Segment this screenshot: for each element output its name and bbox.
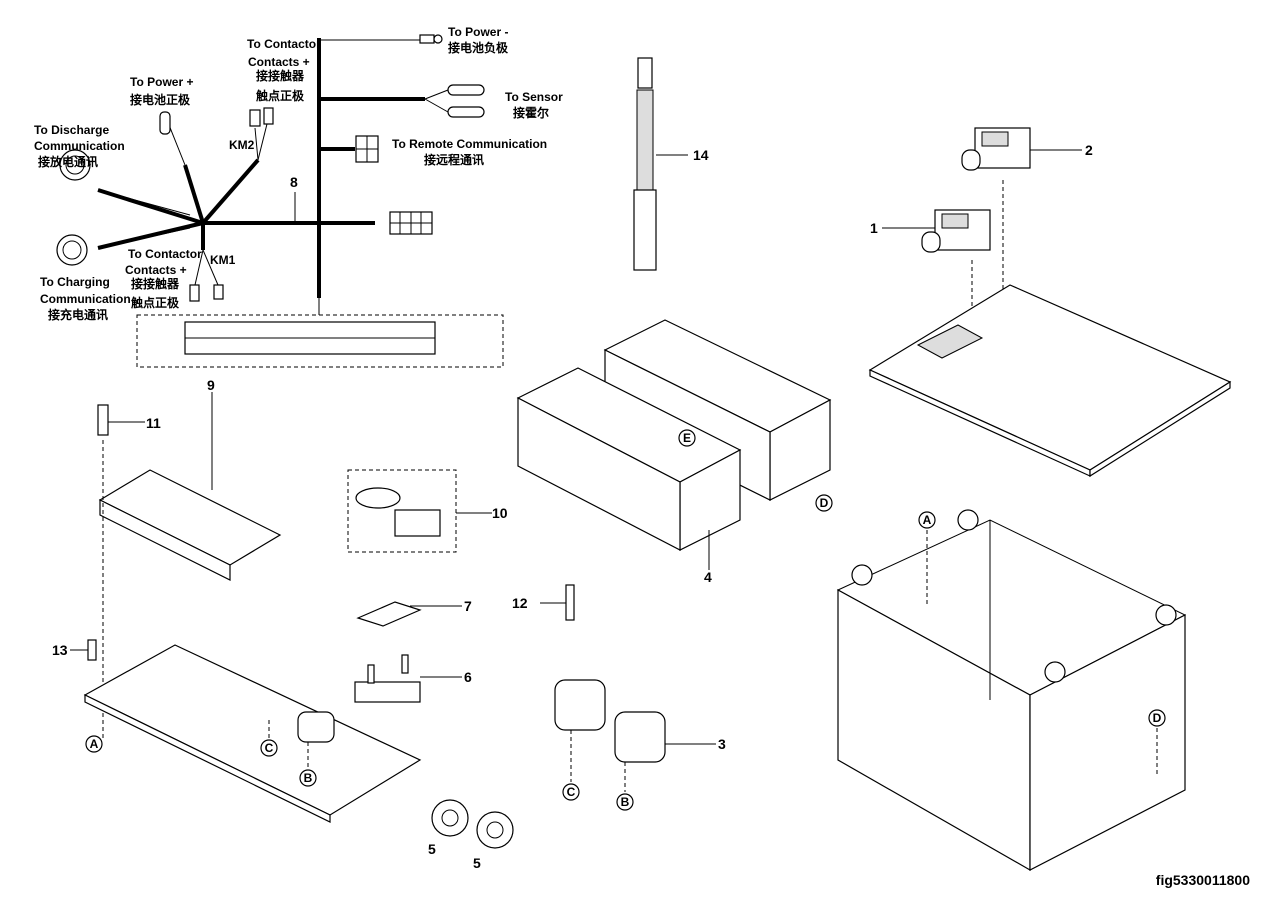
wiring-harness <box>56 34 504 368</box>
part-number: 6 <box>464 669 472 685</box>
label: Communication <box>34 139 125 153</box>
part-number: 2 <box>1085 142 1093 158</box>
part-number: 3 <box>718 736 726 752</box>
part-number: 1 <box>870 220 878 236</box>
ref-a: A <box>90 737 99 751</box>
label: 接放电通讯 <box>38 154 98 169</box>
label: To Remote Communication <box>392 137 547 151</box>
label: 接电池正极 <box>130 92 191 107</box>
label: 触点正极 <box>131 295 180 310</box>
kit-10 <box>347 469 492 553</box>
part-number: 9 <box>207 377 215 393</box>
label: KM1 <box>210 253 236 267</box>
base-plate <box>70 601 514 849</box>
ref-d: D <box>820 496 829 510</box>
label: To Power - <box>448 25 508 39</box>
part-number: 12 <box>512 595 528 611</box>
sensors <box>882 127 1082 395</box>
ref-d: D <box>1153 711 1162 725</box>
battery-box <box>836 509 1187 872</box>
harness-labels: To Contactor Contacts + 接接触器 触点正极 To Pow… <box>34 25 563 322</box>
label: 接霍尔 <box>513 105 549 120</box>
label: 触点正极 <box>256 88 305 103</box>
ref-b: B <box>621 795 630 809</box>
part-number: 4 <box>704 569 712 585</box>
part-number: 10 <box>492 505 508 521</box>
label: To Charging <box>40 275 110 289</box>
part-number: 5 <box>428 841 436 857</box>
mounting-plate <box>868 284 1232 471</box>
part-number: 13 <box>52 642 68 658</box>
ref-b: B <box>304 771 313 785</box>
ref-e: E <box>683 431 691 445</box>
controller-9 <box>97 392 282 740</box>
label: To Contactor <box>128 247 202 261</box>
contactors-3 <box>540 584 716 792</box>
label: KM2 <box>229 138 255 152</box>
cable-14 <box>633 57 688 271</box>
part-number: 11 <box>146 415 161 431</box>
figure-id: fig5330011800 <box>1156 872 1250 888</box>
label: 接接触器 <box>256 68 305 83</box>
battery-modules <box>516 319 832 570</box>
ref-a: A <box>923 513 932 527</box>
part-number: 7 <box>464 598 472 614</box>
ref-c: C <box>265 741 274 755</box>
label: 接远程通讯 <box>424 152 484 167</box>
label: Contacts + <box>248 55 310 69</box>
part-number: 8 <box>290 174 298 190</box>
label: To Discharge <box>34 123 109 137</box>
reference-markers: A A B B C C D D E <box>85 429 1166 811</box>
label: 接接触器 <box>131 276 180 291</box>
label: To Power + <box>130 75 193 89</box>
label: 接电池负极 <box>448 40 509 55</box>
ref-c: C <box>567 785 576 799</box>
label: To Contactor <box>247 37 321 51</box>
label: Communication <box>40 292 131 306</box>
label: To Sensor <box>505 90 563 104</box>
part-number: 5 <box>473 855 481 871</box>
part-number: 14 <box>693 147 709 163</box>
part-numbers: 14 2 1 11 9 10 4 7 6 13 12 3 5 5 8 <box>52 142 1093 871</box>
label: 接充电通讯 <box>48 307 108 322</box>
label: Contacts + <box>125 263 187 277</box>
